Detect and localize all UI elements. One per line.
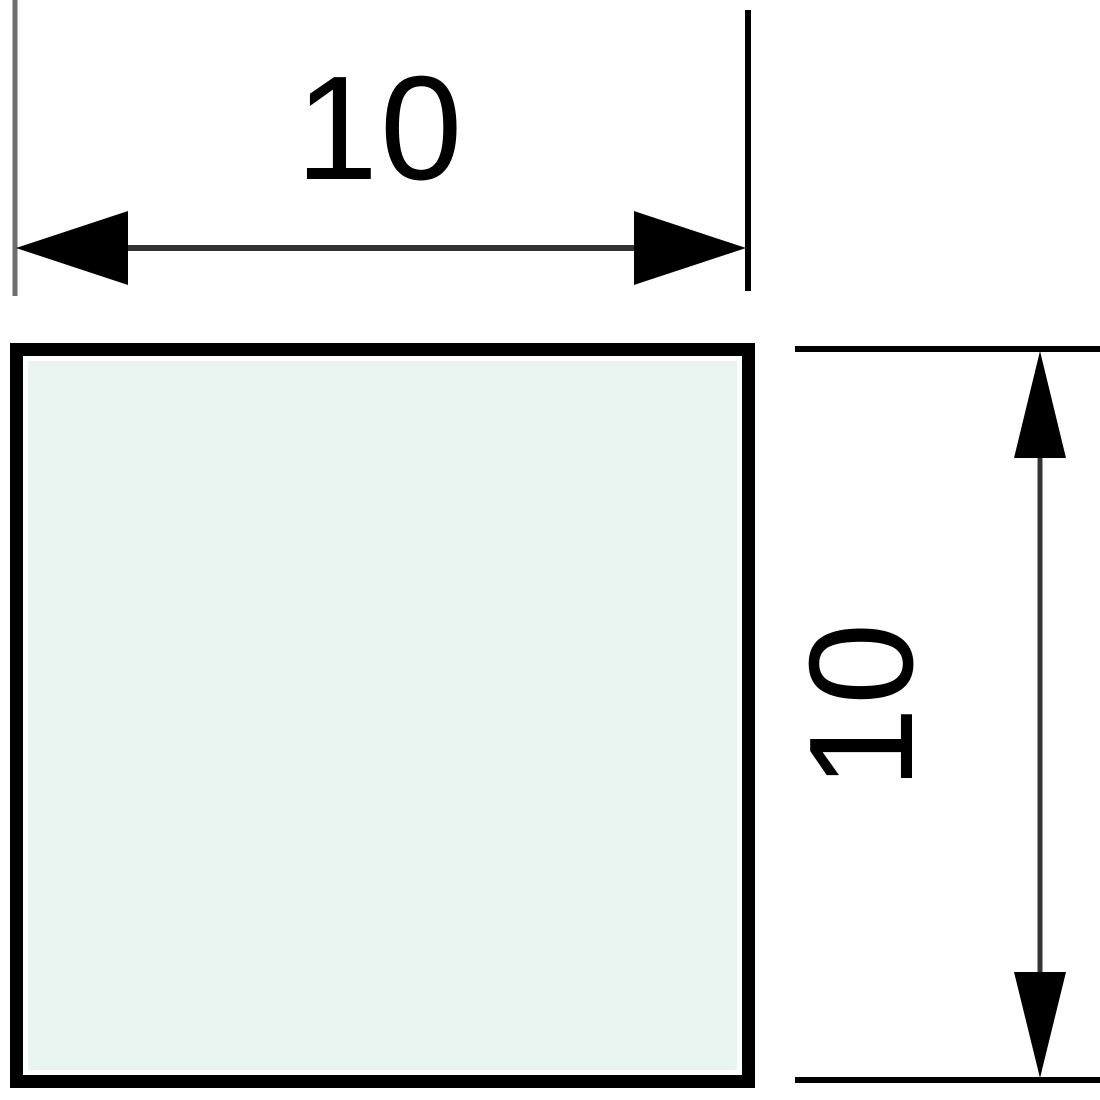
height-arrowhead-top xyxy=(1014,351,1066,458)
square-border-left xyxy=(10,343,23,1088)
square-border-top xyxy=(10,343,755,356)
square-fill xyxy=(28,361,737,1070)
height-dimension xyxy=(795,346,1100,1083)
width-dimension-label: 10 xyxy=(295,46,465,211)
square-border-bottom xyxy=(10,1075,755,1088)
height-dimension-label: 10 xyxy=(779,620,944,790)
height-arrowhead-bottom xyxy=(1014,972,1066,1078)
square-profile xyxy=(10,343,755,1088)
width-arrowhead-right xyxy=(634,211,746,285)
width-dimension xyxy=(12,0,751,296)
width-arrowhead-left xyxy=(16,211,128,285)
square-border-right xyxy=(742,343,755,1088)
